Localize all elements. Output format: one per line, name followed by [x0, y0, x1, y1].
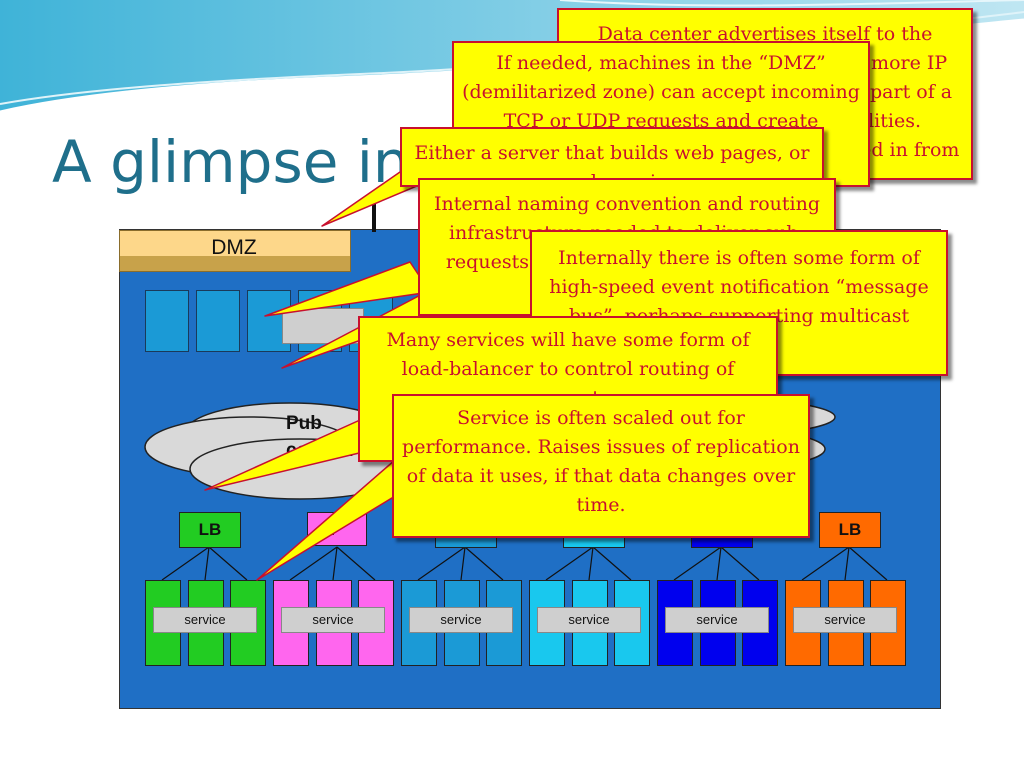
- service-label: service: [281, 607, 385, 633]
- load-balancer-1: LB: [179, 512, 241, 548]
- service-label: service: [153, 607, 257, 633]
- callout-web-server: Either a server that builds web pages, o…: [400, 127, 824, 187]
- callout-text: Service is often scaled out for performa…: [402, 407, 800, 516]
- callout-text: Many services will have some form of loa…: [386, 329, 750, 409]
- callout-scale-out: Service is often scaled out for performa…: [392, 394, 810, 538]
- cloud-text: Pub: [286, 413, 322, 434]
- service-label: service: [537, 607, 641, 633]
- service-label: service: [793, 607, 897, 633]
- service-label: service: [409, 607, 513, 633]
- load-balancer-6: LB: [819, 512, 881, 548]
- callout-text: Internally there is often some form of h…: [549, 247, 929, 327]
- frontend-server: [196, 290, 240, 352]
- service-label: service: [665, 607, 769, 633]
- dmz-label: DMZ: [211, 236, 257, 259]
- frontend-server: [145, 290, 189, 352]
- slide-title: A glimpse in: [52, 128, 410, 196]
- title-cursor-mark: [372, 202, 376, 232]
- dmz-box: [119, 230, 351, 272]
